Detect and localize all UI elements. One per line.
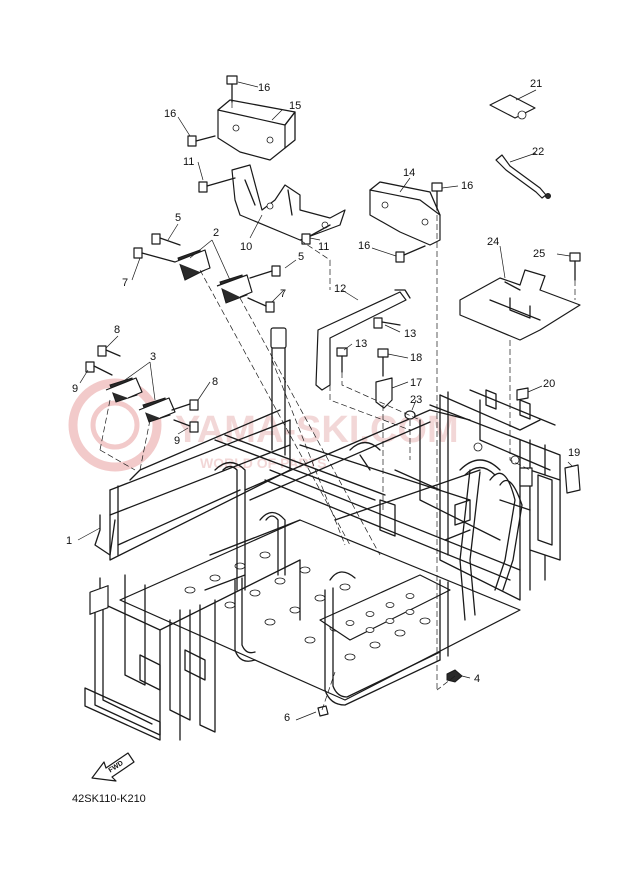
callout-label: 9 [174, 435, 180, 447]
callout-label: 8 [114, 324, 120, 336]
bolt-icon [377, 348, 389, 358]
stay [375, 377, 393, 409]
callout-label: 24 [487, 236, 499, 248]
callout-label: 2 [213, 227, 219, 239]
callout-labels: 1 2 3 4 5 5 6 7 7 8 8 9 9 10 11 11 12 13… [66, 78, 580, 724]
callout-label: 20 [543, 378, 555, 390]
watermark-text: YAMA-SKI.COM [175, 409, 459, 451]
leader-lines [77, 81, 573, 721]
callout-label: 17 [410, 377, 422, 389]
diagram-code: 42SK110-K210 [72, 793, 146, 805]
bolt-icon [271, 265, 281, 277]
assembly-lines [99, 102, 576, 711]
main-frame [84, 327, 561, 741]
floor-deck-plate [119, 519, 521, 701]
label-icon [564, 464, 581, 494]
callout-label: 7 [122, 277, 128, 289]
engine-mount-rubbers [105, 249, 253, 423]
upper-bracket [217, 99, 296, 161]
rear-bracket [369, 181, 441, 246]
callout-label: 14 [403, 167, 415, 179]
callout-label: 11 [318, 241, 329, 253]
bolt-icon [85, 361, 95, 373]
callout-label: 13 [355, 338, 367, 350]
step-holes [345, 593, 415, 633]
bolt-icon [187, 135, 197, 147]
wire-lead [495, 154, 551, 199]
callout-label: 23 [410, 394, 422, 406]
callout-label: 16 [461, 180, 473, 192]
bolt-icon [265, 301, 275, 313]
bolt-icon [189, 399, 199, 411]
callout-label: 16 [258, 82, 270, 94]
tag-icon [516, 387, 529, 401]
nut-icon [404, 410, 416, 420]
bolt-icon [569, 252, 581, 262]
deck-holes [184, 551, 431, 661]
callout-label: 7 [280, 288, 286, 300]
callout-label: 5 [175, 212, 181, 224]
bolt-icon [431, 182, 443, 192]
callout-label: 16 [358, 240, 370, 252]
callout-label: 21 [530, 78, 542, 90]
callout-label: 9 [72, 383, 78, 395]
callout-label: 1 [66, 535, 72, 547]
forward-arrow-icon: FWD [91, 752, 135, 782]
callout-label: 5 [298, 251, 304, 263]
callout-label: 12 [334, 283, 346, 295]
callout-label: 3 [150, 351, 156, 363]
callout-label: 6 [284, 712, 290, 724]
bolt-icon [395, 251, 405, 263]
bolt-icon [198, 181, 208, 193]
callout-label: 10 [240, 241, 252, 253]
callout-label: 13 [404, 328, 416, 340]
callout-label: 11 [183, 156, 194, 168]
bolt-icon [133, 247, 143, 259]
callout-label: 25 [533, 248, 545, 260]
cover-plate [459, 269, 581, 341]
callout-label: 4 [474, 673, 480, 685]
bolt-icon [301, 233, 311, 245]
callout-label: 18 [410, 352, 422, 364]
bolt-icon [151, 233, 161, 245]
support-strap [315, 289, 411, 391]
callout-label: 19 [568, 447, 580, 459]
callout-label: 16 [164, 108, 176, 120]
bolt-icon [97, 345, 107, 357]
callout-label: 8 [212, 376, 218, 388]
bolt-icon [226, 75, 238, 85]
callout-label: 22 [532, 146, 544, 158]
clamp [489, 94, 536, 120]
bolt-icon [373, 317, 383, 329]
engine-mount-bracket [231, 164, 346, 241]
bolt-icon [189, 421, 199, 433]
callout-label: 15 [289, 100, 301, 112]
